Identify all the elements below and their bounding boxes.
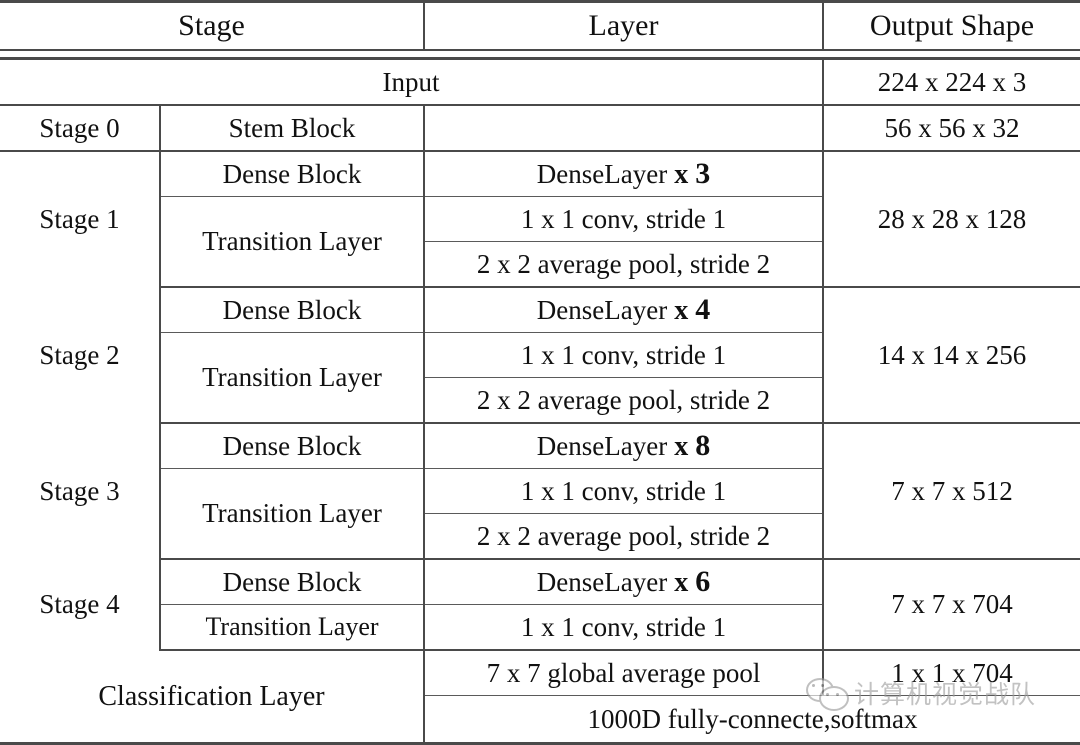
- cell-input-output: 224 x 224 x 3: [823, 58, 1080, 106]
- header-double-rule: [0, 50, 1080, 60]
- table-row-stage3-dense: Stage 3 Dense Block DenseLayer x 8 7 x 7…: [0, 423, 1080, 560]
- cell-stage1-dense-block: Dense Block: [160, 151, 425, 197]
- table-row-stage3-transition-pool: 2 x 2 average pool, stride 2: [0, 513, 1080, 560]
- cell-stage2-conv: 1 x 1 conv, stride 1: [424, 332, 824, 378]
- cell-stage1-dense-layer: DenseLayer x 3: [424, 151, 824, 197]
- cell-stage4-transition: Transition Layer: [160, 604, 425, 651]
- table-header-row: Stage Layer Output Shape: [0, 0, 1080, 51]
- cell-stage3-transition: Transition Layer: [160, 468, 425, 560]
- dense-mult-symbol: x: [674, 295, 689, 327]
- cell-stage0-output: 56 x 56 x 32: [823, 105, 1080, 152]
- dense-mult-symbol: x: [674, 431, 689, 463]
- cell-classification-fc: 1000D fully-connecte,softmax: [424, 695, 1080, 745]
- cell-stage2-dense-block: Dense Block: [160, 287, 425, 333]
- cell-classification-name: Classification Layer: [0, 650, 425, 745]
- table-row-stage2-transition-conv: Transition Layer 1 x 1 conv, stride 1: [0, 332, 1080, 424]
- table-row-stage1-transition-pool: 2 x 2 average pool, stride 2: [0, 241, 1080, 288]
- table-row-stage4-transition: Transition Layer 1 x 1 conv, stride 1: [0, 604, 1080, 651]
- cell-input-label: Input: [0, 58, 824, 106]
- cell-stage3-pool: 2 x 2 average pool, stride 2: [424, 513, 824, 560]
- table-row-classification-fc: 1000D fully-connecte,softmax: [0, 695, 1080, 745]
- column-header-layer: Layer: [424, 0, 824, 51]
- dense-repeat-count: 6: [695, 565, 711, 599]
- cell-classification-gap: 7 x 7 global average pool: [424, 650, 824, 696]
- rule-line: [0, 50, 1080, 60]
- table-row-stage1-transition-conv: Transition Layer 1 x 1 conv, stride 1: [0, 196, 1080, 288]
- cell-stage3-name: Stage 3: [0, 423, 161, 559]
- dense-layer-text: DenseLayer: [536, 431, 668, 462]
- column-header-output-shape: Output Shape: [823, 0, 1080, 51]
- table-row-stage2-transition-pool: 2 x 2 average pool, stride 2: [0, 377, 1080, 424]
- cell-stage3-output: 7 x 7 x 512: [823, 423, 1080, 560]
- cell-stage4-conv: 1 x 1 conv, stride 1: [424, 604, 824, 651]
- cell-stage1-pool: 2 x 2 average pool, stride 2: [424, 241, 824, 288]
- cell-stage0-name: Stage 0: [0, 105, 161, 152]
- cell-stage2-name: Stage 2: [0, 287, 161, 423]
- cell-stage1-name: Stage 1: [0, 151, 161, 287]
- cell-stage2-pool: 2 x 2 average pool, stride 2: [424, 377, 824, 424]
- cell-stage2-transition: Transition Layer: [160, 332, 425, 424]
- dense-mult-symbol: x: [674, 159, 689, 191]
- cell-stage3-conv: 1 x 1 conv, stride 1: [424, 468, 824, 514]
- cell-stage4-dense-block: Dense Block: [160, 559, 425, 605]
- cell-stage2-dense-layer: DenseLayer x 4: [424, 287, 824, 333]
- column-header-stage: Stage: [0, 0, 425, 51]
- cell-stage1-transition: Transition Layer: [160, 196, 425, 288]
- dense-layer-text: DenseLayer: [536, 567, 668, 598]
- cell-stage4-name: Stage 4: [0, 559, 161, 650]
- cell-stage3-dense-layer: DenseLayer x 8: [424, 423, 824, 469]
- cell-stage3-dense-block: Dense Block: [160, 423, 425, 469]
- dense-layer-text: DenseLayer: [536, 295, 668, 326]
- cell-stage4-dense-layer: DenseLayer x 6: [424, 559, 824, 605]
- cell-classification-gap-output: 1 x 1 x 704: [823, 650, 1080, 696]
- cell-stage0-layer: [424, 105, 824, 152]
- table-row-stage2-dense: Stage 2 Dense Block DenseLayer x 4 14 x …: [0, 287, 1080, 424]
- cell-stage2-output: 14 x 14 x 256: [823, 287, 1080, 424]
- dense-repeat-count: 4: [695, 293, 711, 327]
- dense-layer-text: DenseLayer: [536, 159, 668, 190]
- cell-stage0-block: Stem Block: [160, 105, 425, 152]
- cell-stage1-output: 28 x 28 x 128: [823, 151, 1080, 288]
- table-row-stage0: Stage 0 Stem Block 56 x 56 x 32: [0, 105, 1080, 152]
- dense-repeat-count: 8: [695, 429, 711, 463]
- cell-stage1-conv: 1 x 1 conv, stride 1: [424, 196, 824, 242]
- table-row-classification-gap: Classification Layer 7 x 7 global averag…: [0, 650, 1080, 745]
- dense-mult-symbol: x: [674, 567, 689, 599]
- table-row-stage4-dense: Stage 4 Dense Block DenseLayer x 6 7 x 7…: [0, 559, 1080, 651]
- table-row-stage1-dense: Stage 1 Dense Block DenseLayer x 3 28 x …: [0, 151, 1080, 288]
- cell-stage4-output: 7 x 7 x 704: [823, 559, 1080, 651]
- table-row-stage3-transition-conv: Transition Layer 1 x 1 conv, stride 1: [0, 468, 1080, 560]
- dense-repeat-count: 3: [695, 157, 711, 191]
- table-row-input: Input 224 x 224 x 3: [0, 58, 1080, 106]
